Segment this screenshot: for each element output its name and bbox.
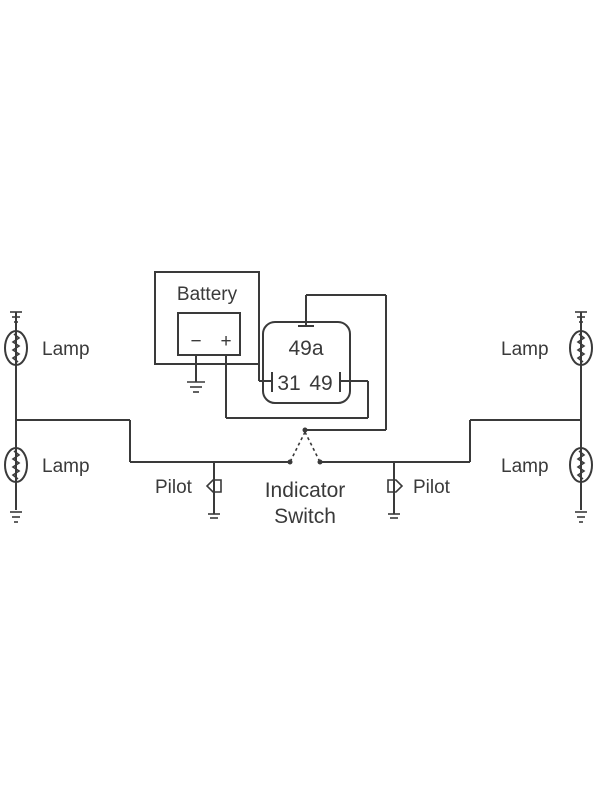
battery: Battery − + <box>154 271 369 419</box>
flasher-49-label: 49 <box>309 372 332 395</box>
pilot-arrow-icon <box>387 479 404 493</box>
flasher-unit: 49a 31 49 <box>262 294 387 431</box>
lamp-icon <box>569 330 593 366</box>
right-pilot: Pilot <box>387 462 451 519</box>
lamp-icon <box>4 447 28 483</box>
switch-label-line2: Switch <box>274 505 336 528</box>
ground-icon <box>187 381 205 393</box>
ground-icon <box>10 311 587 523</box>
pilot-arrow-icon <box>205 479 222 493</box>
switch-contact-icon <box>287 427 323 465</box>
lamp-icon <box>569 447 593 483</box>
lamp-icon <box>4 330 28 366</box>
left-pilot: Pilot <box>155 462 222 519</box>
flasher-31-label: 31 <box>277 372 300 395</box>
lamp-label-bottom-left: Lamp <box>42 456 90 477</box>
battery-plus-label: + <box>220 331 231 352</box>
lamp-label-bottom-right: Lamp <box>501 456 549 477</box>
right-pilot-label: Pilot <box>413 477 451 498</box>
switch-label-line1: Indicator <box>265 479 346 502</box>
lamp-label-top-left: Lamp <box>42 339 90 360</box>
battery-minus-label: − <box>190 331 201 352</box>
lamp-label-top-right: Lamp <box>501 339 549 360</box>
battery-label: Battery <box>177 284 238 305</box>
left-pilot-label: Pilot <box>155 477 193 498</box>
flasher-49a-label: 49a <box>288 337 323 360</box>
